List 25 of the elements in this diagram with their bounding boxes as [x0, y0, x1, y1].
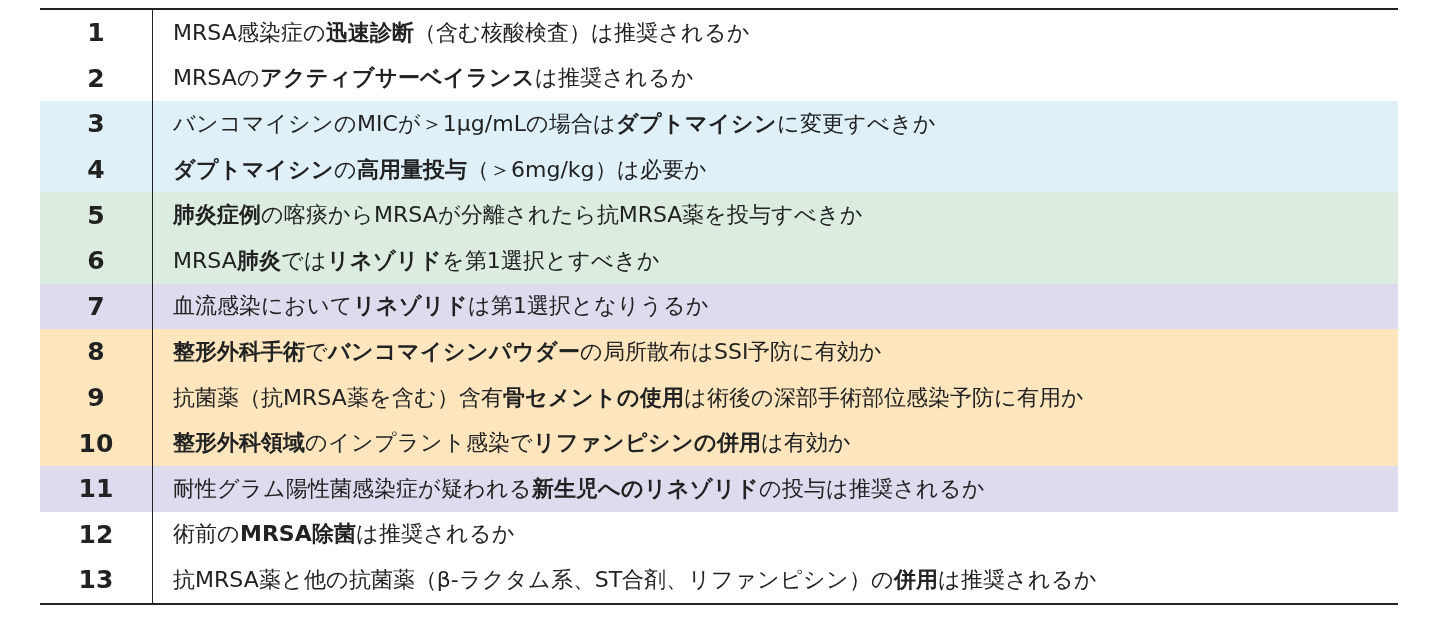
question-text: 整形外科領域のインプラント感染でリファンピシンの併用は有効か — [152, 420, 1398, 466]
question-text: 抗菌薬（抗MRSA薬を含む）含有骨セメントの使用は術後の深部手術部位感染予防に有用か — [152, 374, 1398, 421]
row-number: 7 — [40, 283, 153, 330]
row-number: 11 — [40, 465, 153, 512]
row-number: 1 — [40, 9, 153, 56]
question-text: ダプトマイシンの高用量投与（＞6mg/kg）は必要か — [152, 146, 1398, 193]
question-text: 耐性グラム陽性菌感染症が疑われる新生児へのリネゾリドの投与は推奨されるか — [152, 465, 1398, 512]
question-text: バンコマイシンのMICが＞1μg/mLの場合はダプトマイシンに変更すべきか — [152, 101, 1398, 147]
question-text: 血流感染においてリネゾリドは第1選択となりうるか — [152, 283, 1398, 330]
question-text: MRSA感染症の迅速診断（含む核酸検査）は推奨されるか — [152, 9, 1398, 56]
question-text: 肺炎症例の喀痰からMRSAが分離されたら抗MRSA薬を投与すべきか — [152, 192, 1398, 238]
row-number: 3 — [40, 101, 153, 147]
question-text: 整形外科手術でバンコマイシンパウダーの局所散布はSSI予防に有効か — [152, 329, 1398, 375]
question-text: MRSA肺炎ではリネゾリドを第1選択とすべきか — [152, 237, 1398, 284]
row-number: 9 — [40, 374, 153, 421]
row-number: 5 — [40, 192, 153, 238]
row-number: 12 — [40, 511, 153, 558]
question-text: 術前のMRSA除菌は推奨されるか — [152, 511, 1398, 558]
question-text: MRSAのアクティブサーベイランスは推奨されるか — [152, 55, 1398, 102]
row-number: 10 — [40, 420, 153, 466]
row-number: 8 — [40, 329, 153, 375]
row-number: 4 — [40, 146, 153, 193]
row-number: 6 — [40, 237, 153, 284]
question-text: 抗MRSA薬と他の抗菌薬（β-ラクタム系、ST合剤、リファンピシン）の併用は推奨されるか — [152, 557, 1398, 604]
row-number: 13 — [40, 557, 153, 604]
